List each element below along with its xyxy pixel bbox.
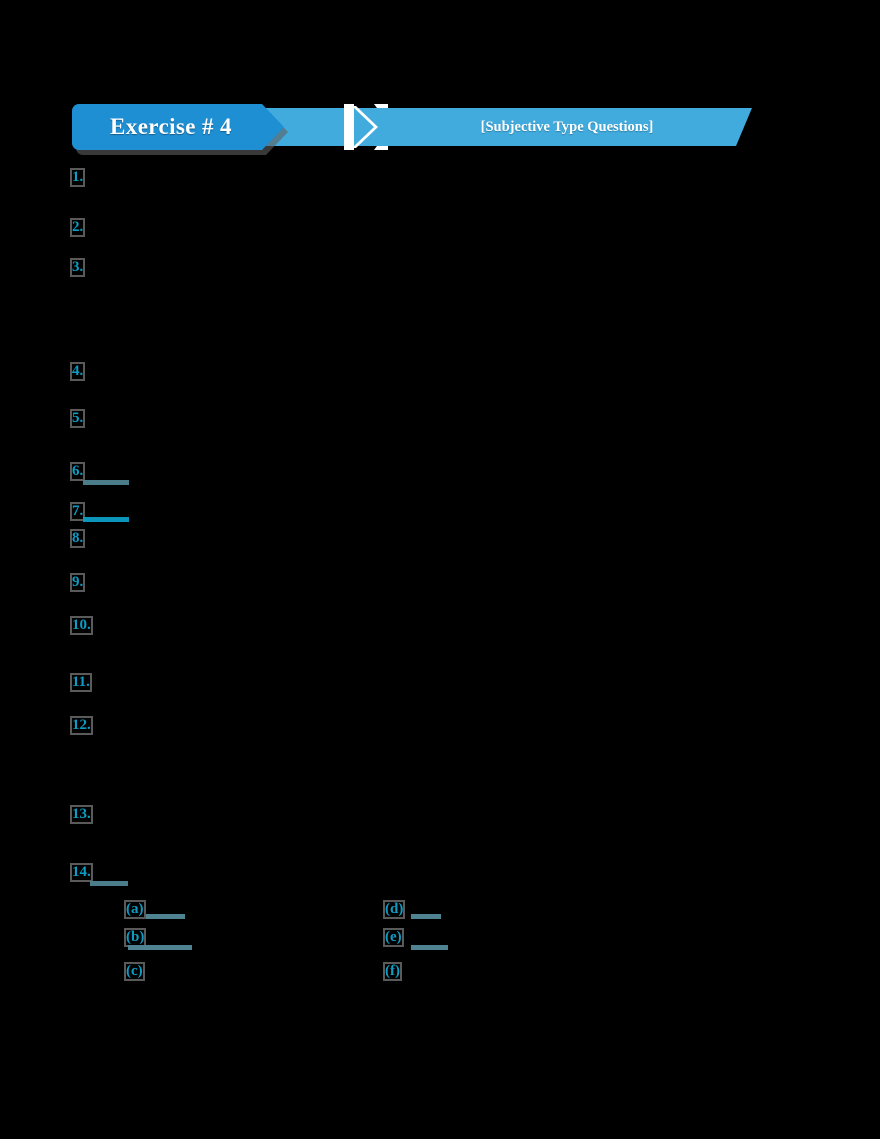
sub-item-e: (e): [385, 930, 412, 945]
sub-item-rule-b: [128, 945, 192, 950]
question-item-3: 3.: [72, 260, 93, 275]
ribbon-band: [202, 108, 752, 146]
question-number: 3.: [72, 259, 84, 275]
question-number: 14.: [72, 864, 91, 880]
question-rule-6: [83, 480, 129, 485]
banner-subtitle: [Subjective Type Questions]: [480, 118, 654, 135]
sub-item-label: (d): [385, 901, 404, 917]
question-number: 9.: [72, 574, 84, 590]
question-item-6: 6.: [72, 464, 93, 479]
question-number: 6.: [72, 463, 84, 479]
question-rule-7: [83, 517, 129, 522]
sub-item-rule-d: [411, 914, 441, 919]
question-item-8: 8.: [72, 531, 93, 546]
question-item-10: 10.: [72, 618, 101, 633]
sub-item-d: (d): [385, 902, 413, 917]
sub-item-rule-e: [411, 945, 448, 950]
question-number: 1.: [72, 169, 84, 185]
question-number: 8.: [72, 530, 84, 546]
sub-item-b: (b): [126, 930, 154, 945]
question-item-2: 2.: [72, 220, 93, 235]
question-number: 10.: [72, 617, 91, 633]
question-number: 11.: [72, 674, 90, 690]
exercise-tab-label: Exercise # 4: [110, 114, 232, 139]
question-rule-14: [90, 881, 128, 886]
question-number: 2.: [72, 219, 84, 235]
sub-item-a: (a): [126, 902, 154, 917]
sub-item-label: (e): [385, 929, 402, 945]
question-item-7: 7.: [72, 504, 93, 519]
question-item-12: 12.: [72, 718, 101, 733]
chevron-right-icon: [344, 104, 388, 150]
question-item-1: 1.: [72, 170, 93, 185]
exercise-tab: Exercise # 4: [72, 104, 284, 150]
question-item-5: 5.: [72, 411, 93, 426]
sub-item-label: (f): [385, 963, 400, 979]
question-number: 12.: [72, 717, 91, 733]
sub-item-label: (b): [126, 929, 145, 945]
sub-item-f: (f): [385, 964, 410, 979]
question-item-11: 11.: [72, 675, 100, 690]
question-item-4: 4.: [72, 364, 93, 379]
question-item-14: 14.: [72, 865, 101, 880]
sub-item-label: (c): [126, 963, 143, 979]
sub-item-label: (a): [126, 901, 144, 917]
question-item-13: 13.: [72, 807, 101, 822]
sub-item-rule-a: [146, 914, 185, 919]
question-number: 7.: [72, 503, 84, 519]
question-number: 5.: [72, 410, 84, 426]
sub-item-c: (c): [126, 964, 153, 979]
question-number: 13.: [72, 806, 91, 822]
question-item-9: 9.: [72, 575, 93, 590]
exercise-banner: Exercise # 4 [Subjective Type Questions]: [72, 104, 752, 155]
question-number: 4.: [72, 363, 84, 379]
